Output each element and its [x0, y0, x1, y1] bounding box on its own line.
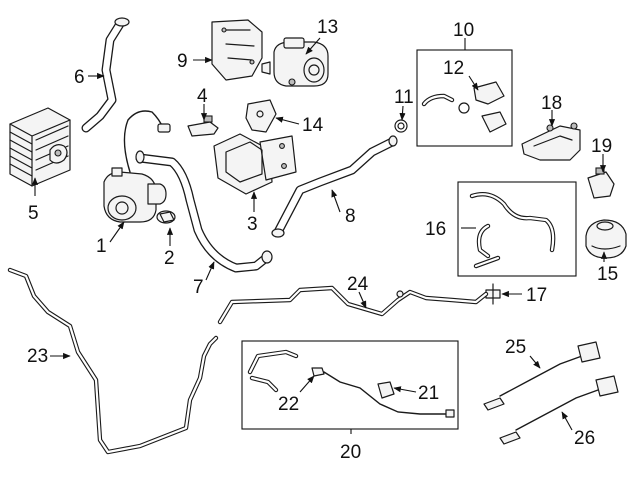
- callout-17: 17: [526, 285, 547, 306]
- group-box-20: [241, 340, 459, 430]
- part-15-reservoir[interactable]: [585, 219, 627, 259]
- part-12-sensor-kit[interactable]: [421, 81, 507, 133]
- callout-22: 22: [278, 394, 299, 415]
- callout-10: 10: [453, 20, 474, 41]
- callout-8: 8: [345, 206, 356, 227]
- callout-18: 18: [541, 93, 562, 114]
- callout-16: 16: [425, 219, 446, 240]
- callout-20: 20: [340, 442, 361, 463]
- leader-lines: [31, 37, 608, 434]
- callout-2: 2: [164, 248, 175, 269]
- callout-3: 3: [247, 214, 258, 235]
- callout-21: 21: [418, 383, 439, 404]
- callout-26: 26: [574, 428, 595, 449]
- part-8-pipe[interactable]: [271, 135, 398, 238]
- callout-6: 6: [74, 67, 85, 88]
- callout-25: 25: [505, 337, 526, 358]
- callout-labels: 1 2 3 4 5 6 7 8 9 10 11 12 13 14 15 16 1…: [27, 17, 618, 463]
- part-26-sensor[interactable]: [499, 375, 619, 445]
- callout-1: 1: [96, 236, 107, 257]
- part-19-sensor[interactable]: [587, 167, 615, 199]
- callout-9: 9: [177, 51, 188, 72]
- part-18-bracket[interactable]: [521, 122, 581, 161]
- part-21-clip[interactable]: [377, 381, 395, 399]
- callout-23: 23: [27, 346, 48, 367]
- callout-19: 19: [591, 136, 612, 157]
- part-16-hoses[interactable]: [469, 192, 556, 269]
- callout-4: 4: [197, 86, 208, 107]
- part-11-clamp[interactable]: [394, 119, 408, 133]
- part-7-hose[interactable]: [135, 150, 273, 273]
- part-20-harness[interactable]: [247, 349, 455, 418]
- part-3-bracket[interactable]: [213, 133, 297, 195]
- part-6-hose[interactable]: [81, 17, 130, 133]
- part-13-valve[interactable]: [261, 37, 329, 87]
- callout-7: 7: [193, 277, 204, 298]
- part-23-line[interactable]: [7, 267, 219, 455]
- part-24-line[interactable]: [217, 285, 489, 325]
- callout-15: 15: [597, 264, 618, 285]
- part-1-pump[interactable]: [103, 110, 171, 223]
- callout-12: 12: [443, 58, 464, 79]
- part-2-clip[interactable]: [156, 210, 176, 224]
- callout-5: 5: [28, 203, 39, 224]
- part-9-shield[interactable]: [211, 19, 263, 81]
- callout-13: 13: [317, 17, 338, 38]
- part-25-sensor[interactable]: [483, 341, 601, 411]
- part-4-clip[interactable]: [187, 115, 219, 137]
- callout-24: 24: [347, 274, 369, 295]
- callout-11: 11: [394, 87, 414, 108]
- part-14-bracket[interactable]: [245, 99, 277, 133]
- callout-14: 14: [302, 115, 324, 136]
- part-22-connector[interactable]: [311, 367, 325, 377]
- group-box-16: [457, 181, 577, 277]
- part-5-canister[interactable]: [9, 107, 71, 187]
